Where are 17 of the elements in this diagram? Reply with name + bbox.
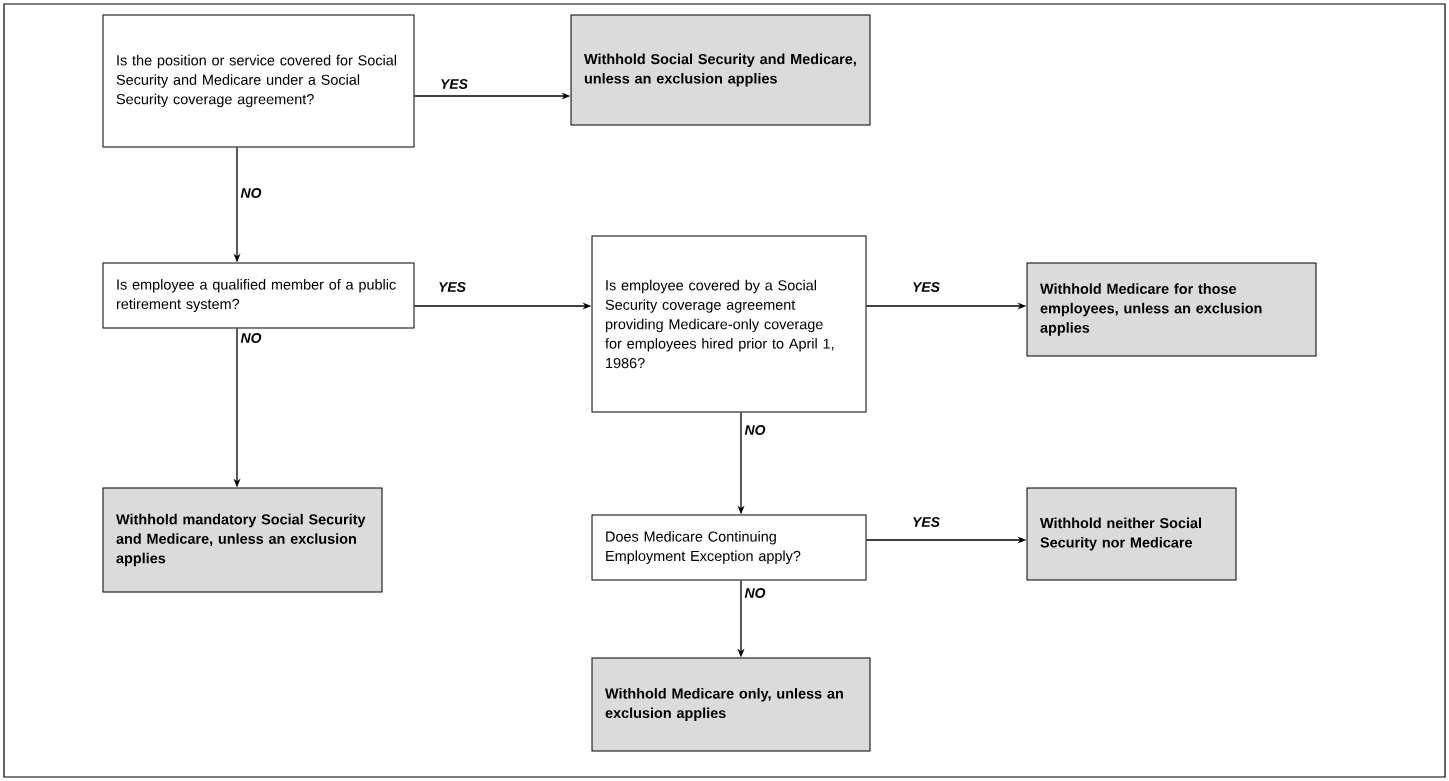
edge-label: NO [744, 588, 766, 598]
edge-label: YES [913, 517, 940, 527]
outcome-box: Withhold Medicare only, unless an exclusion applies [591, 657, 871, 752]
outcome-box: Withhold Social Security and Medicare, unless an exclusion applies [570, 14, 871, 126]
edge-label: NO [240, 188, 262, 198]
question-box: Is the position or service covered for Social Security and Medicare under a Social Security coverage agreement? [102, 14, 415, 148]
question-box: Is employee covered by a Social Security coverage agreement providing Medicare-only coverage for employees hired prior to April 1, 1986? [591, 235, 867, 413]
edge-label: YES [441, 79, 468, 89]
edge-label: NO [744, 425, 766, 435]
outcome-box: Withhold Medicare for those employees, unless an exclusion applies [1026, 262, 1317, 357]
outcome-box: Withhold mandatory Social Security and Medicare, unless an exclusion applies [102, 487, 383, 593]
outcome-box: Withhold neither Social Security nor Medicare [1026, 487, 1237, 581]
question-box: Is employee a qualified member of a public retirement system? [102, 262, 415, 329]
edge-label: YES [913, 282, 940, 292]
edge-label: NO [240, 333, 262, 343]
question-box: Does Medicare Continuing Employment Exception apply? [591, 514, 867, 581]
edge-label: YES [439, 282, 466, 292]
